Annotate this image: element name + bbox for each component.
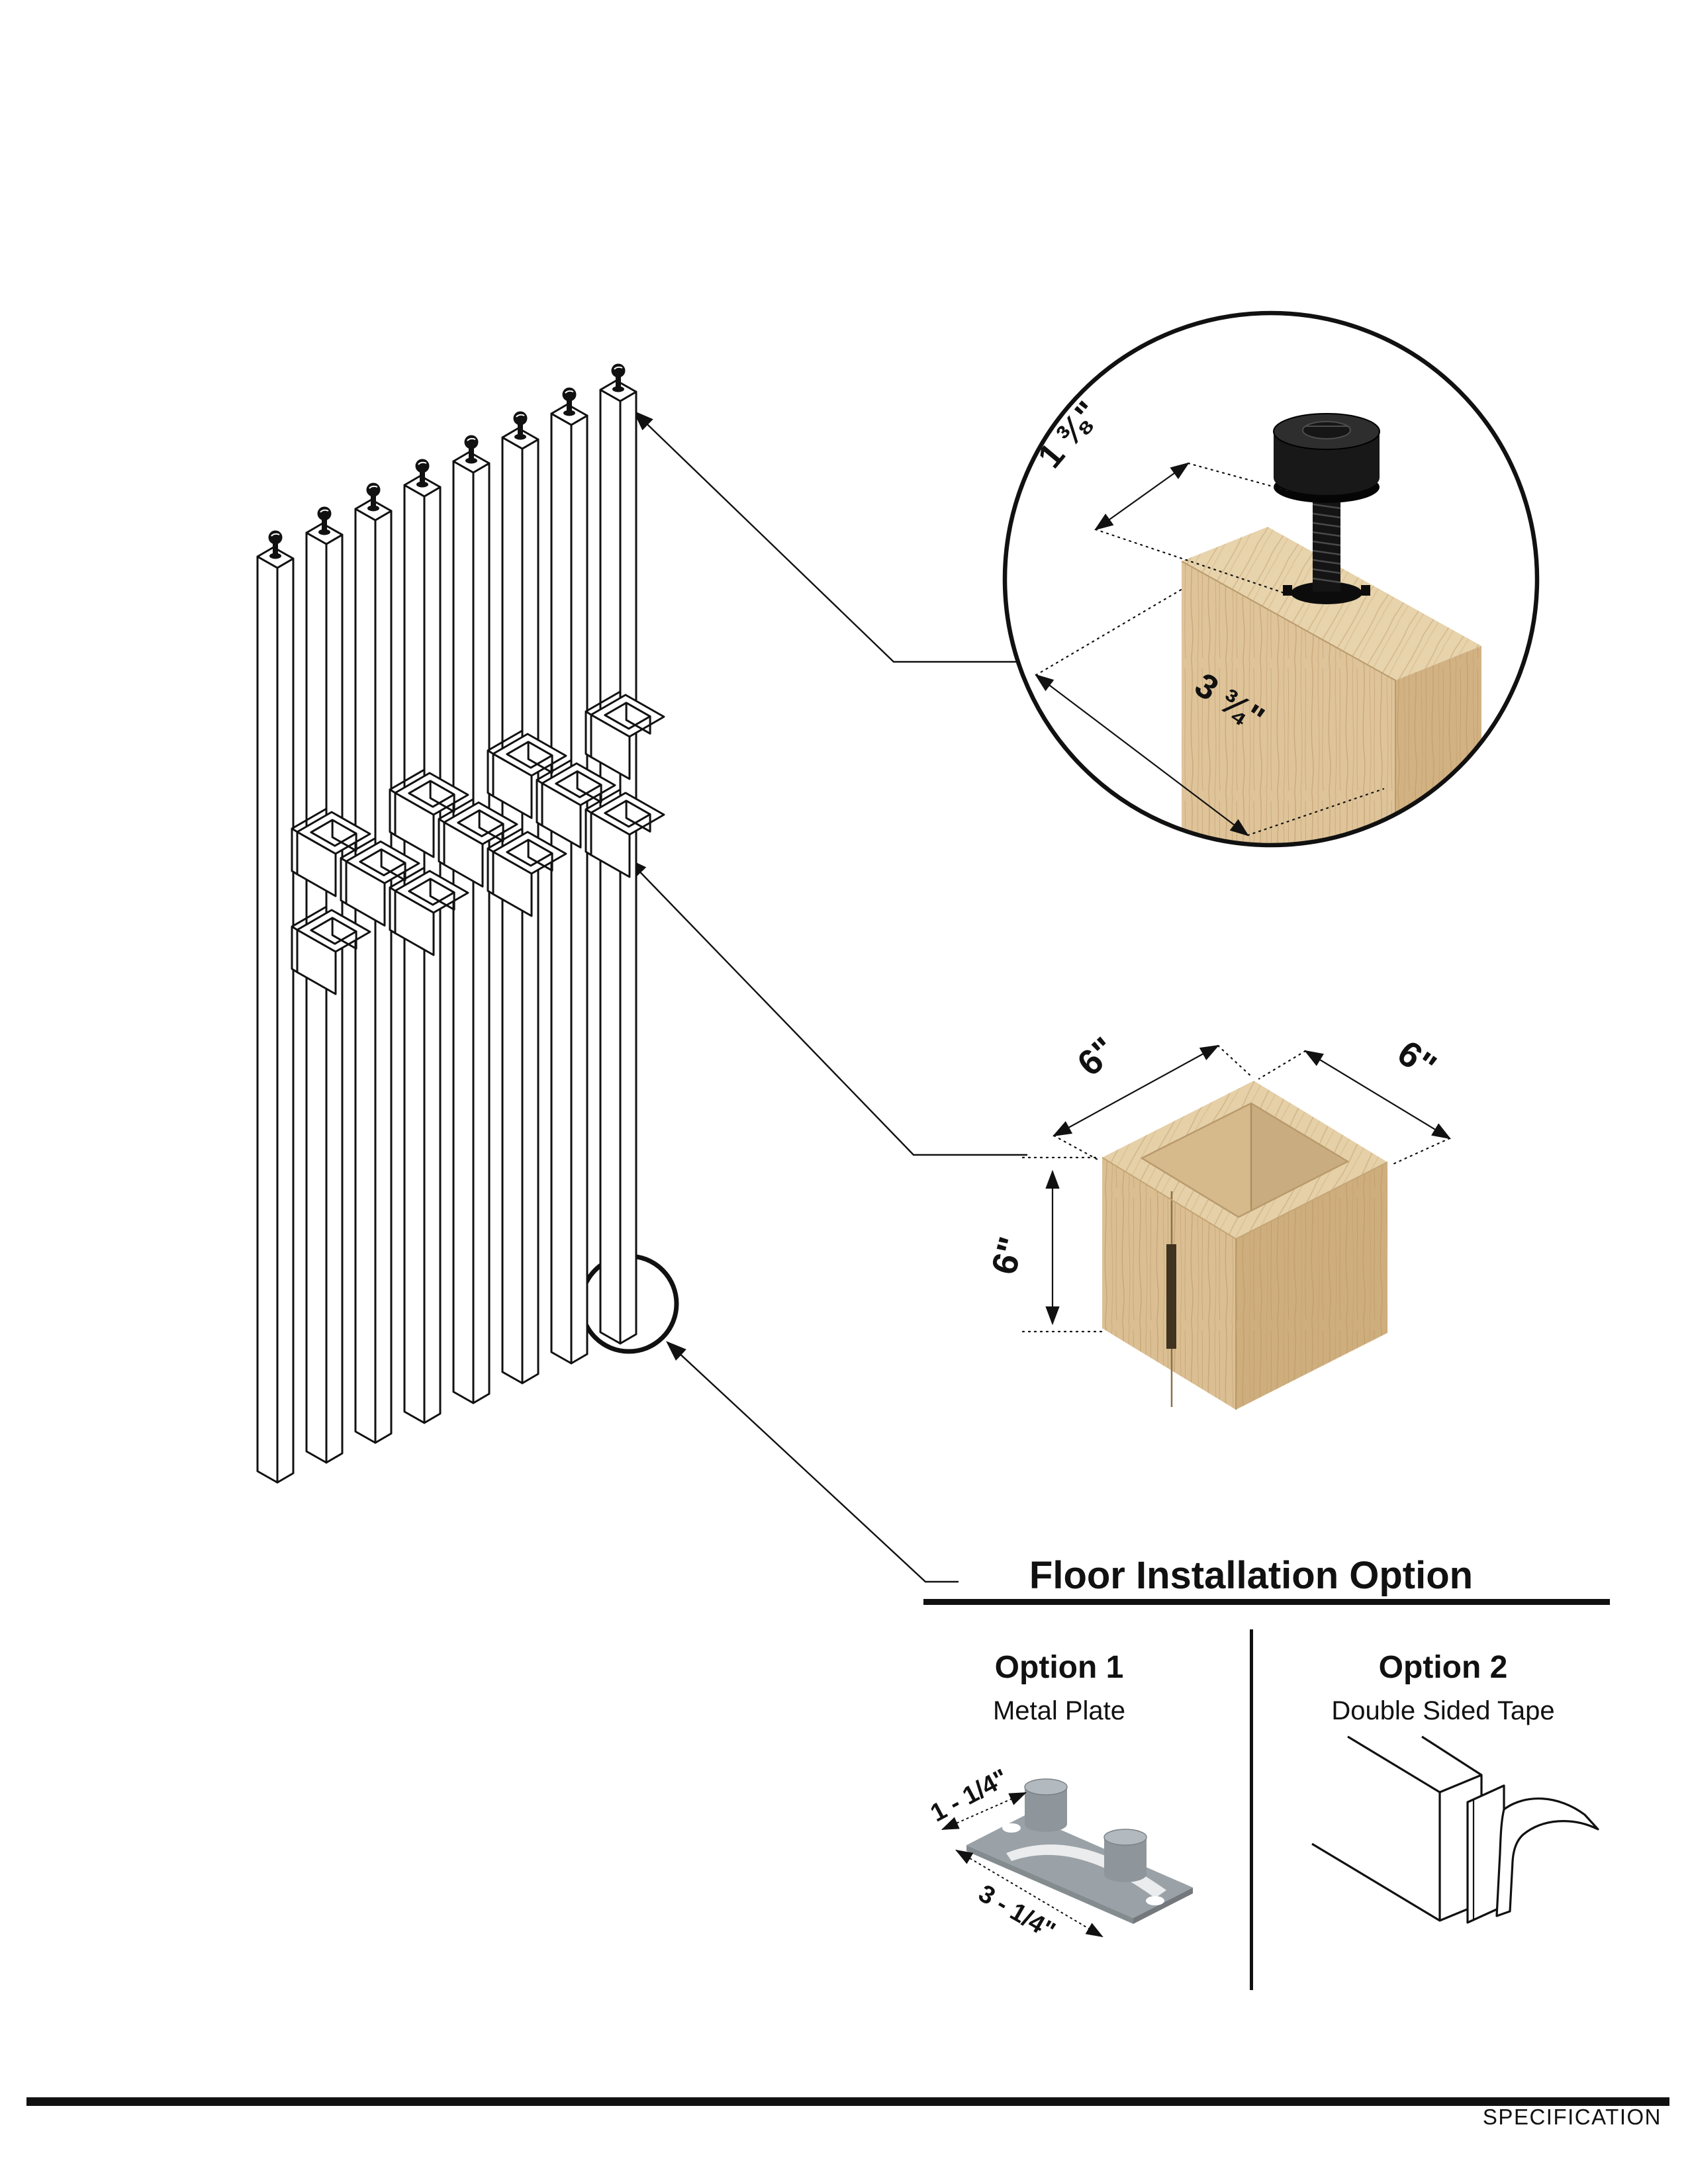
- box-height-dim: 6": [984, 1233, 1031, 1279]
- planter-box: [438, 798, 518, 887]
- screw-icon: [513, 411, 528, 440]
- planter-box: [291, 807, 371, 897]
- leader-lines: [626, 410, 1027, 1583]
- box-depth-dim: 6": [1070, 1030, 1123, 1084]
- planter-box-detail: 6" 6" 6": [984, 1030, 1452, 1410]
- slat: [354, 482, 393, 1444]
- screw-icon: [268, 530, 283, 559]
- slat-panel-drawing: [256, 363, 665, 1484]
- tape-liner-flap: [1495, 1797, 1599, 1917]
- planter-box: [585, 788, 665, 878]
- leader-to-box-detail: [626, 858, 1027, 1156]
- leveler-bolt-icon: [1273, 413, 1380, 604]
- screw-icon: [317, 506, 332, 535]
- leader-to-fastener-detail: [633, 410, 1017, 663]
- slat: [403, 459, 442, 1424]
- planter-box: [340, 837, 420, 927]
- plate-length-dim: 3 - 1/4": [974, 1880, 1060, 1945]
- plate-pin: [1103, 1829, 1147, 1882]
- slat: [501, 411, 539, 1385]
- planter-box: [585, 690, 665, 780]
- slat: [256, 530, 295, 1484]
- box-width-dim: 6": [1390, 1033, 1443, 1087]
- option1-subheading: Metal Plate: [993, 1696, 1125, 1725]
- screw-icon: [415, 459, 430, 488]
- screw-icon: [366, 482, 381, 512]
- metal-plate-drawing: 1 - 1/4" 3 - 1/4": [926, 1764, 1193, 1945]
- screw-icon: [562, 387, 577, 416]
- planter-box: [389, 768, 469, 858]
- footer-label: SPECIFICATION: [1483, 2105, 1662, 2129]
- plate-width-dim: 1 - 1/4": [926, 1764, 1013, 1827]
- screw-icon: [611, 363, 626, 392]
- planter-box: [291, 905, 371, 995]
- planter-box: [487, 729, 567, 819]
- leader-to-floor-options: [666, 1341, 959, 1583]
- fastener-detail: 1 ⅜" 3 ¾": [1002, 310, 1540, 848]
- option1-heading: Option 1: [995, 1650, 1124, 1685]
- footer: SPECIFICATION: [26, 2097, 1669, 2129]
- planter-box: [389, 866, 469, 956]
- screw-icon: [464, 435, 479, 464]
- slat: [550, 387, 588, 1365]
- section-title: Floor Installation Option: [1029, 1554, 1473, 1597]
- planter-box: [487, 827, 567, 917]
- double-sided-tape-drawing: [1311, 1735, 1599, 1924]
- slat: [452, 435, 491, 1404]
- slat: [305, 506, 344, 1464]
- floor-installation-section: Floor Installation Option Option 1 Metal…: [923, 1554, 1610, 1990]
- footer-rule: [26, 2097, 1669, 2106]
- plate-pin: [1024, 1778, 1068, 1832]
- title-underline: [923, 1599, 1610, 1605]
- option2-subheading: Double Sided Tape: [1331, 1696, 1554, 1725]
- option2-heading: Option 2: [1379, 1650, 1508, 1685]
- options-divider: [1250, 1629, 1253, 1990]
- planter-box: [536, 759, 616, 848]
